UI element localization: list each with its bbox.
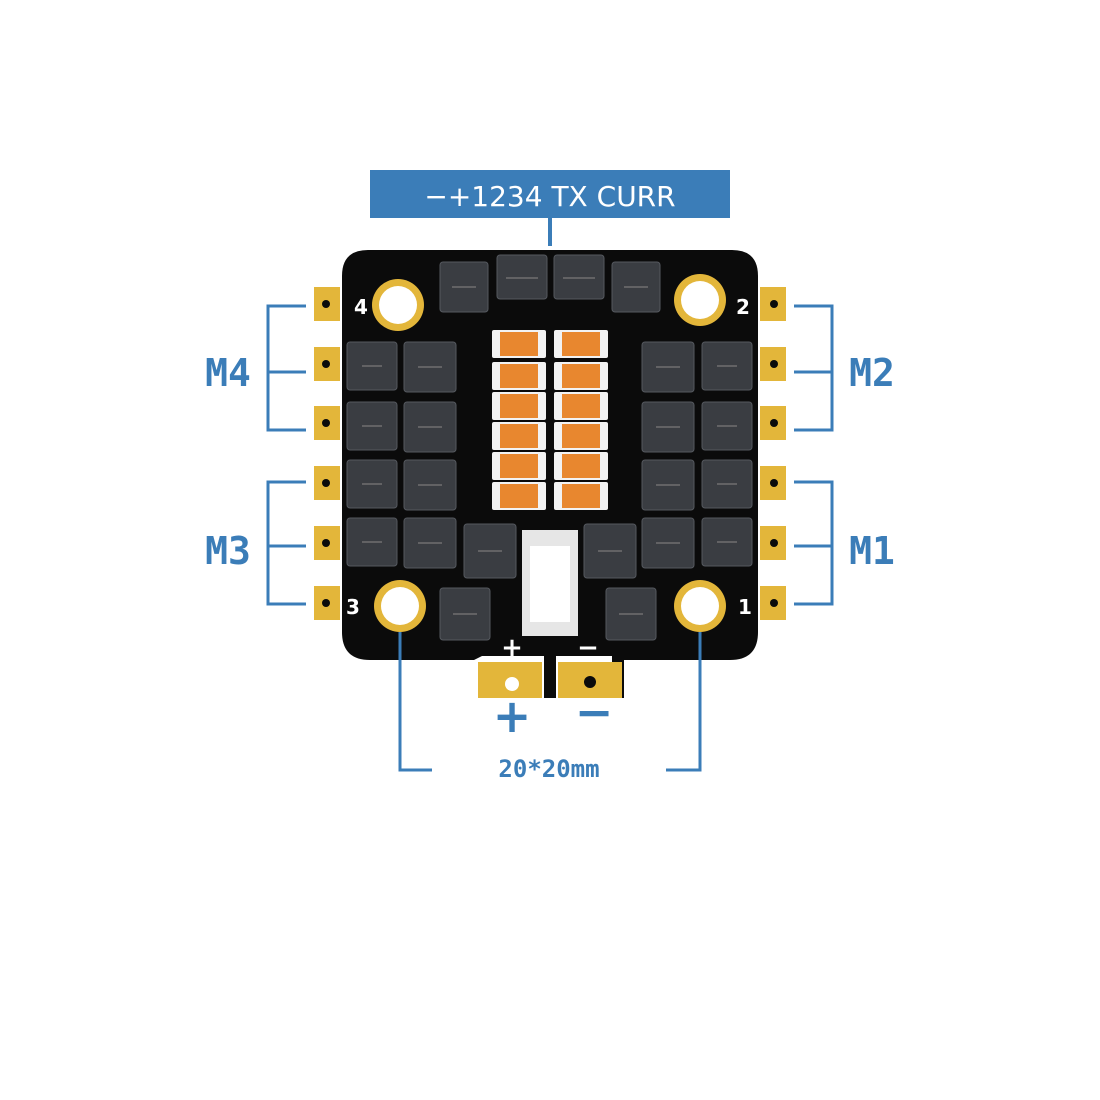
motor-label-m3: M3 [205, 529, 251, 573]
power-label-plus: + [493, 689, 532, 743]
dimension-label: 20*20mm [498, 755, 599, 783]
connector-header: −+1234 TX CURR [370, 170, 730, 246]
current-shunt [522, 530, 578, 636]
motor-label-m4: M4 [205, 351, 251, 395]
mounting-hole-3 [374, 580, 426, 632]
pcb-board: 4 2 3 1 + − [314, 250, 786, 698]
power-label-minus: − [575, 685, 614, 739]
motor-brackets [266, 304, 834, 606]
silk-label-3: 3 [346, 595, 360, 619]
silk-label-2: 2 [736, 295, 750, 319]
motor-pad-holes [322, 300, 778, 607]
silk-label-4: 4 [354, 295, 368, 319]
capacitor-bank [492, 330, 608, 510]
battery-pads [478, 662, 622, 698]
dimension-indicator [398, 632, 702, 772]
mounting-hole-1 [674, 580, 726, 632]
silk-plus: + [501, 633, 523, 663]
mounting-hole-4 [372, 279, 424, 331]
connector-label: −+1234 TX CURR [424, 180, 675, 213]
connector-label-box [370, 170, 730, 218]
silk-label-1: 1 [738, 595, 752, 619]
mounting-hole-2 [674, 274, 726, 326]
motor-label-m1: M1 [849, 529, 895, 573]
motor-label-m2: M2 [849, 351, 895, 395]
chip-markings [362, 277, 737, 615]
silk-minus: − [577, 633, 599, 663]
